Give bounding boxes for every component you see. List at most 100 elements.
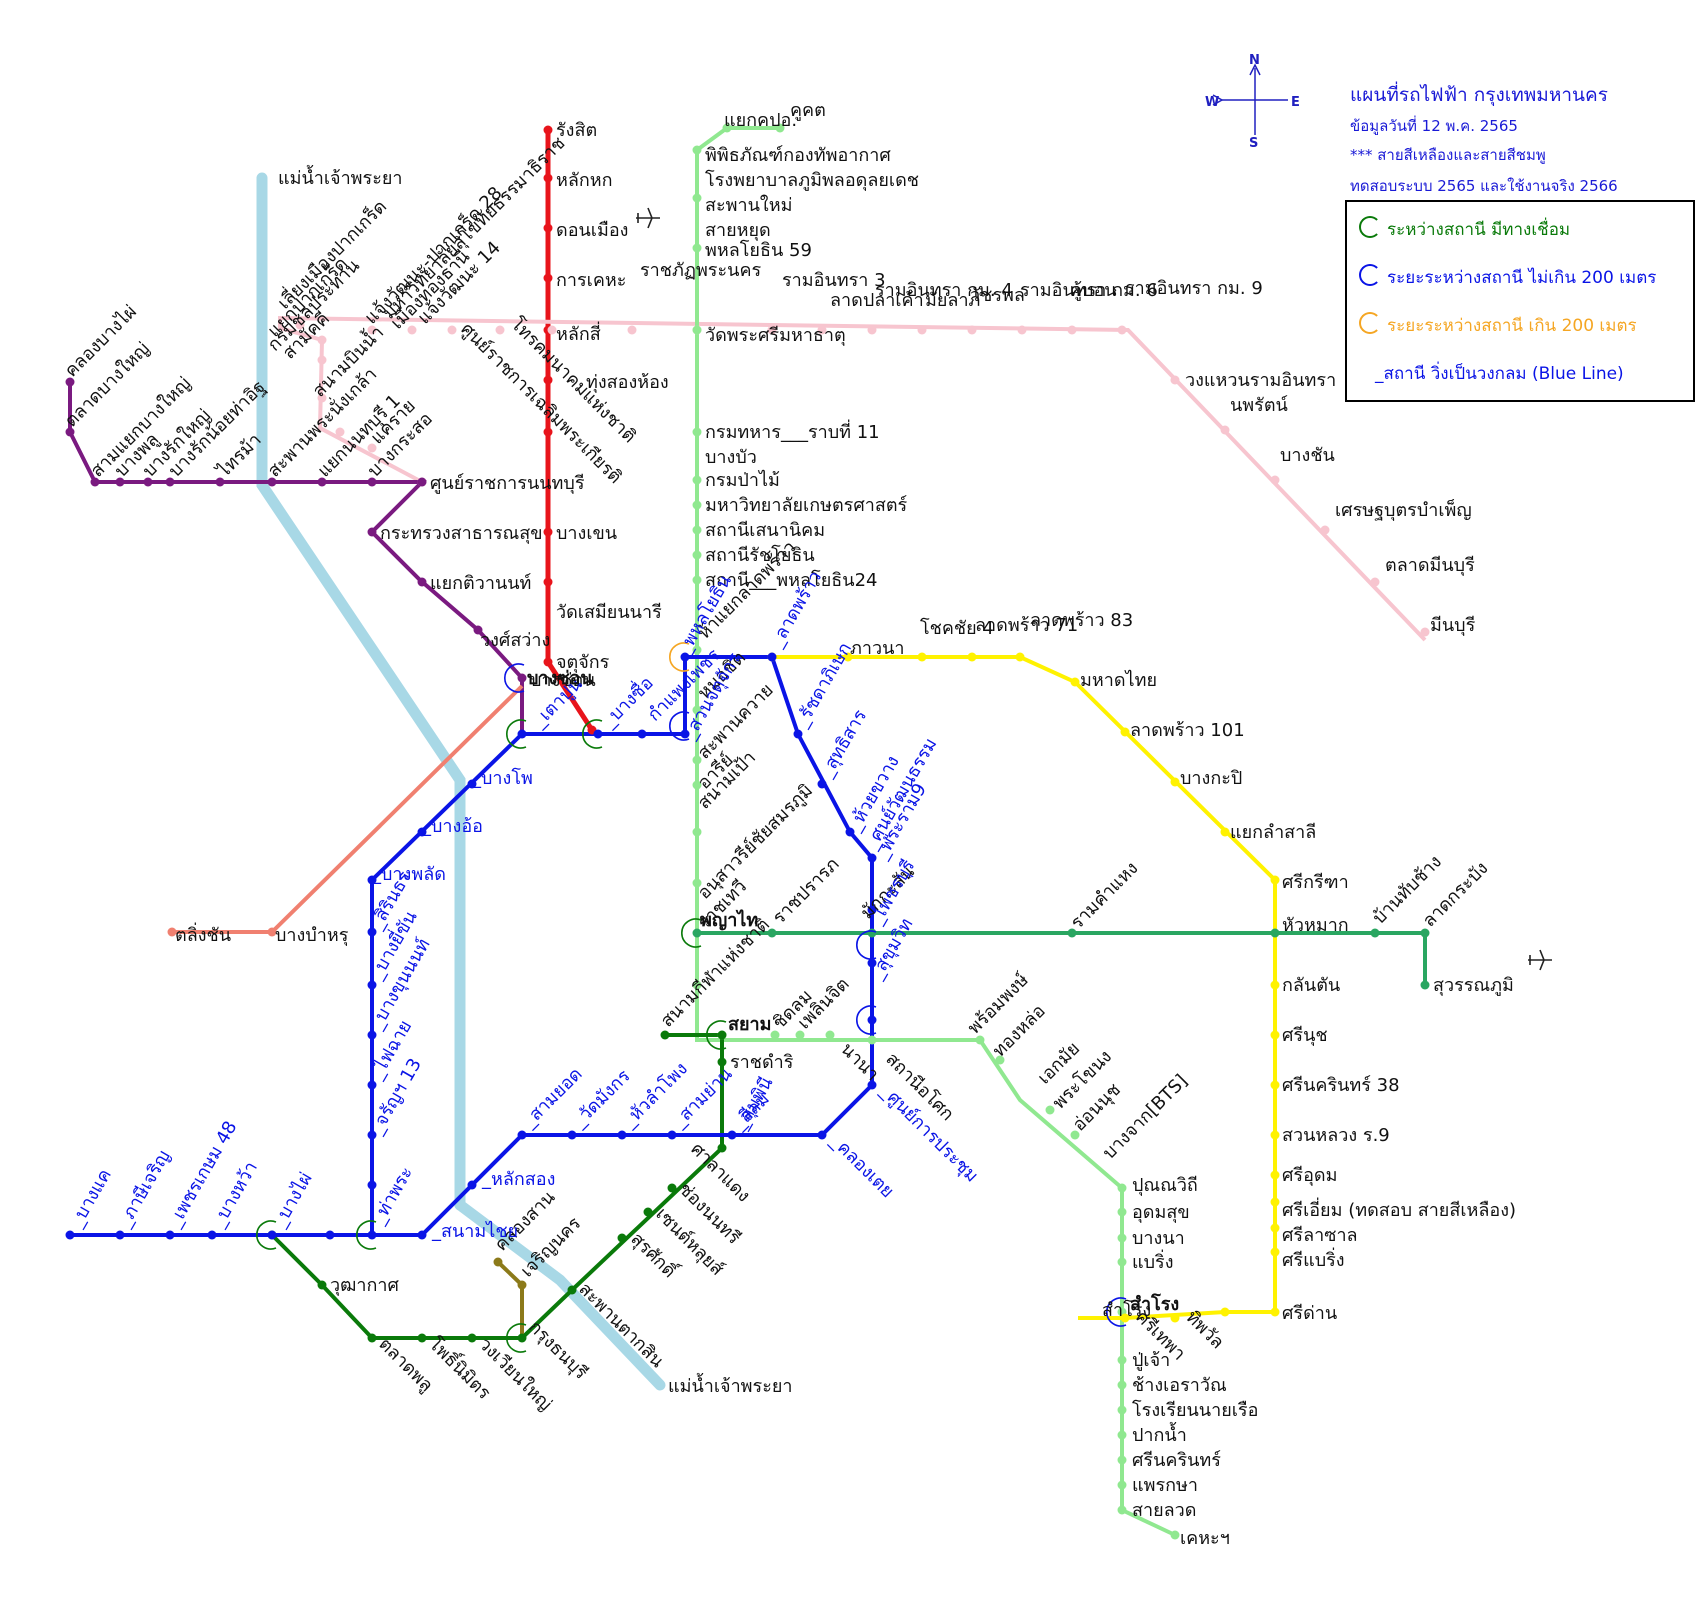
station-dot-lightgreen[interactable]	[692, 980, 702, 990]
station-dot-red[interactable]	[543, 375, 553, 385]
station-dot-lightgreen[interactable]	[1170, 1530, 1180, 1540]
station-dot-yellow[interactable]	[1120, 727, 1130, 737]
station-dot-yellow[interactable]	[917, 652, 927, 662]
station-dot-red[interactable]	[543, 527, 553, 537]
station-dot-emerald[interactable]	[1420, 980, 1430, 990]
station-dot-blue[interactable]	[367, 1130, 377, 1140]
station-dot-purple[interactable]	[367, 477, 377, 487]
station-dot-darkgreen[interactable]	[367, 1333, 377, 1343]
station-dot-darkgreen[interactable]	[517, 1333, 527, 1343]
station-dot-blue[interactable]	[267, 1230, 277, 1240]
station-dot-pink[interactable]	[867, 325, 877, 335]
station-dot-pink[interactable]	[1270, 475, 1280, 485]
station-dot-blue[interactable]	[637, 729, 647, 739]
station-dot-lightgreen[interactable]	[692, 575, 702, 585]
station-dot-blue[interactable]	[367, 980, 377, 990]
station-dot-pink[interactable]	[1320, 525, 1330, 535]
station-dot-lightgreen[interactable]	[692, 475, 702, 485]
station-dot-yellow[interactable]	[1270, 980, 1280, 990]
station-dot-pink[interactable]	[917, 325, 927, 335]
station-dot-blue[interactable]	[467, 1180, 477, 1190]
station-dot-purple[interactable]	[367, 527, 377, 537]
station-dot-emerald[interactable]	[1420, 928, 1430, 938]
station-dot-blue[interactable]	[517, 729, 527, 739]
station-dot-lightgreen[interactable]	[1117, 1233, 1127, 1243]
station-dot-lightgreen[interactable]	[1045, 1105, 1055, 1115]
station-dot-lightgreen[interactable]	[692, 500, 702, 510]
station-dot-blue[interactable]	[367, 1230, 377, 1240]
station-dot-emerald[interactable]	[867, 928, 877, 938]
station-dot-darkgreen[interactable]	[617, 1233, 627, 1243]
station-dot-blue[interactable]	[367, 1180, 377, 1190]
station-dot-pink[interactable]	[317, 355, 327, 365]
station-dot-lightgreen[interactable]	[1117, 1257, 1127, 1267]
station-dot-emerald[interactable]	[692, 928, 702, 938]
station-dot-pink[interactable]	[1370, 577, 1380, 587]
station-dot-blue[interactable]	[417, 827, 427, 837]
station-dot-red[interactable]	[543, 173, 553, 183]
station-dot-blue[interactable]	[727, 1130, 737, 1140]
station-dot-lightgreen[interactable]	[1117, 1505, 1127, 1515]
station-dot-yellow[interactable]	[1270, 1030, 1280, 1040]
station-dot-pink[interactable]	[367, 325, 377, 335]
station-dot-blue[interactable]	[680, 652, 690, 662]
station-dot-purple[interactable]	[143, 477, 153, 487]
station-dot-pink[interactable]	[407, 325, 417, 335]
station-dot-red[interactable]	[543, 657, 553, 667]
station-dot-pink[interactable]	[1420, 627, 1430, 637]
station-dot-blue[interactable]	[517, 1130, 527, 1140]
station-dot-yellow[interactable]	[1270, 1223, 1280, 1233]
station-dot-pink[interactable]	[317, 393, 327, 403]
station-dot-lightgreen[interactable]	[867, 1035, 877, 1045]
station-dot-blue[interactable]	[65, 1230, 75, 1240]
station-dot-lightgreen[interactable]	[692, 325, 702, 335]
station-dot-pink[interactable]	[1220, 425, 1230, 435]
station-dot-lightgreen[interactable]	[770, 1030, 780, 1040]
station-dot-blue[interactable]	[367, 927, 377, 937]
station-dot-darkgreen[interactable]	[643, 1207, 653, 1217]
station-dot-pink[interactable]	[367, 443, 377, 453]
station-dot-yellow[interactable]	[1270, 1307, 1280, 1317]
station-dot-yellow[interactable]	[1170, 777, 1180, 787]
station-dot-darkgreen[interactable]	[717, 1030, 727, 1040]
station-dot-darkgreen[interactable]	[417, 1333, 427, 1343]
station-dot-yellow[interactable]	[843, 652, 853, 662]
station-dot-lightgreen[interactable]	[692, 525, 702, 535]
station-dot-yellow[interactable]	[1270, 1130, 1280, 1140]
station-dot-blue[interactable]	[417, 1230, 427, 1240]
station-dot-purple[interactable]	[115, 477, 125, 487]
station-dot-lightgreen[interactable]	[995, 1055, 1005, 1065]
station-dot-lightgreen[interactable]	[1117, 1455, 1127, 1465]
station-dot-pink[interactable]	[317, 335, 327, 345]
station-dot-blue[interactable]	[867, 905, 877, 915]
station-dot-emerald[interactable]	[1270, 928, 1280, 938]
station-dot-blue[interactable]	[767, 652, 777, 662]
station-dot-blue[interactable]	[845, 827, 855, 837]
station-dot-yellow[interactable]	[1220, 1307, 1230, 1317]
station-dot-lightgreen[interactable]	[775, 123, 785, 133]
station-dot-blue[interactable]	[165, 1230, 175, 1240]
station-dot-pink[interactable]	[817, 325, 827, 335]
station-dot-purple[interactable]	[417, 577, 427, 587]
station-dot-pink[interactable]	[1017, 325, 1027, 335]
station-dot-lightgreen[interactable]	[825, 1030, 835, 1040]
station-dot-pink[interactable]	[335, 427, 345, 437]
station-dot-salmon[interactable]	[267, 927, 277, 937]
station-dot-pink[interactable]	[1170, 375, 1180, 385]
station-dot-lightgreen[interactable]	[692, 550, 702, 560]
station-dot-blue[interactable]	[593, 729, 603, 739]
station-dot-pink[interactable]	[447, 325, 457, 335]
station-dot-yellow[interactable]	[1015, 652, 1025, 662]
station-dot-pink[interactable]	[495, 325, 505, 335]
station-dot-blue[interactable]	[867, 853, 877, 863]
station-dot-darkgreen[interactable]	[717, 1143, 727, 1153]
station-dot-blue[interactable]	[667, 1130, 677, 1140]
station-dot-lightgreen[interactable]	[1117, 1355, 1127, 1365]
station-dot-blue[interactable]	[115, 1230, 125, 1240]
station-dot-yellow[interactable]	[1270, 1080, 1280, 1090]
station-dot-pink[interactable]	[1117, 325, 1127, 335]
station-dot-purple[interactable]	[317, 477, 327, 487]
station-dot-olive[interactable]	[517, 1280, 527, 1290]
station-dot-pink[interactable]	[547, 325, 557, 335]
station-dot-blue[interactable]	[793, 729, 803, 739]
